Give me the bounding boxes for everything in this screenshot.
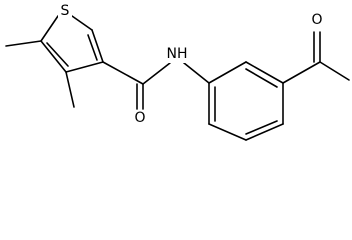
bond-c4-methyl [65,71,75,108]
bond-n-phenyl [183,62,210,84]
bond-c3-c2-double [87,34,98,61]
bond-ph5-ph6 [208,123,247,141]
bond-acetyl-methyl [319,61,350,81]
bond-c3-c2 [91,29,104,63]
bond-ph1-ph2 [208,61,247,84]
bond-carbonyl-n [142,62,171,85]
bond-ph4-ph5-inner [245,120,278,135]
bond-s-c2 [71,15,93,31]
bond-c3-carbonyl [102,61,144,85]
bond-s-c5 [40,15,59,42]
nh-label: NH [167,46,188,62]
atom-labels: S NH O O [58,2,324,127]
bond-ph2-ph3 [245,61,284,84]
bond-c4-c3 [65,61,104,73]
sulfur-label: S [61,3,70,19]
bond-ph3-acetyl [282,61,321,84]
bond-c5-c4 [40,40,67,73]
bond-ph2-ph3-inner [245,68,278,88]
structure-diagram: S NH O O [5,2,350,141]
bond-c5-methyl [5,40,42,47]
bond-c5-c4-double [46,42,69,67]
amide-oxygen-label: O [134,110,145,126]
bond-ph4-ph5 [245,123,284,141]
ketone-oxygen-label: O [311,12,322,28]
bonds [5,15,350,141]
